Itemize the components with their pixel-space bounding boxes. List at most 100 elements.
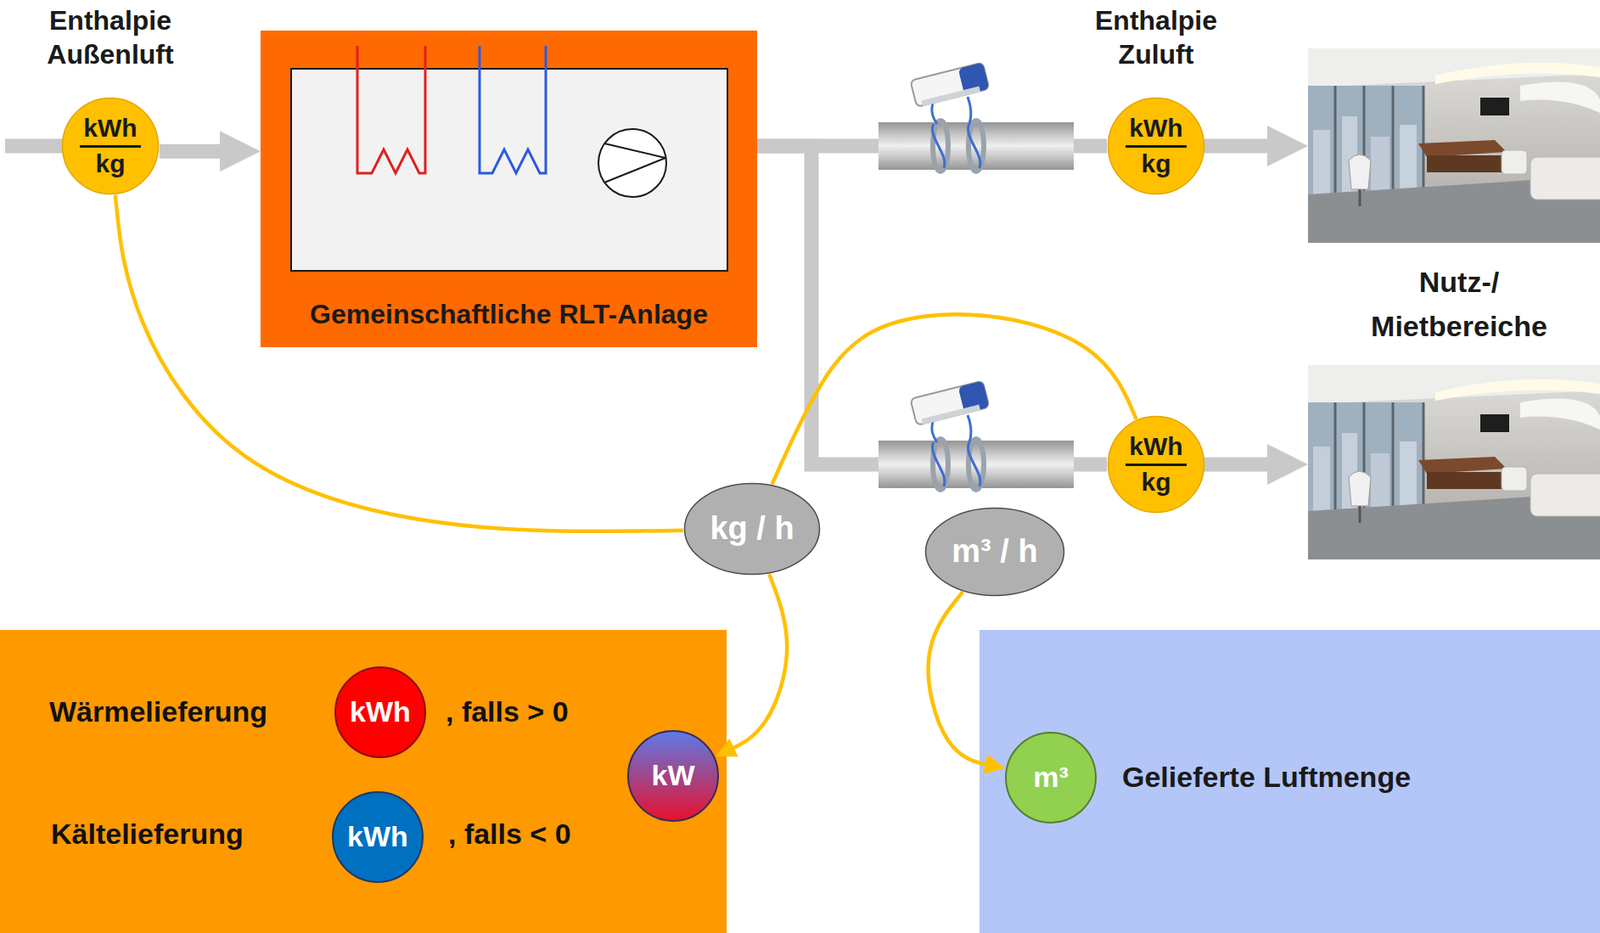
flow-meter (920, 85, 981, 107)
office-picture (1358, 189, 1362, 207)
office-picture (1308, 48, 1600, 243)
panel-text: , falls > 0 (445, 695, 569, 729)
flow-meter (931, 123, 980, 169)
panel-text: Wärmelieferung (49, 695, 268, 729)
node-body: kg / h (683, 482, 821, 576)
text-holder: , falls < 0 (448, 817, 572, 851)
node-body: kWh (333, 665, 427, 759)
panel-text: Gelieferte Luftmenge (1122, 760, 1411, 794)
panel-text: Kältelieferung (50, 817, 244, 851)
node-outline (1005, 732, 1096, 823)
supply-arrow (1267, 125, 1309, 167)
office-picture (1308, 48, 1600, 243)
node-outline (1108, 98, 1205, 195)
fraction-bar (1125, 463, 1187, 466)
fraction-bar (1125, 145, 1187, 148)
flow-meter (878, 62, 1074, 172)
office-picture (1426, 155, 1502, 173)
heading-holder: Enthalpie Außenluft (16, 3, 204, 72)
supply-arrow (1203, 457, 1270, 472)
cooler-symbol (479, 45, 546, 174)
air-panel-ground (979, 629, 1600, 933)
supply-arrow (1267, 443, 1309, 485)
mass-flow-ellipse: kg / h (683, 482, 821, 576)
node-text: kg (1140, 467, 1171, 498)
outside-air-duct (5, 139, 63, 154)
office-picture (1418, 140, 1507, 158)
office-picture (1392, 85, 1395, 195)
signal-line (115, 195, 684, 532)
office-picture (1530, 157, 1600, 200)
node-outline (628, 730, 719, 821)
text-holder: Gemeinschaftliche RLT-Anlage (267, 298, 751, 331)
office-picture (1520, 82, 1600, 113)
energy-panel: Wärmelieferung , falls > 0 Kältelieferung,… (0, 629, 727, 933)
enthalpy-circle: kWh kg (1106, 415, 1206, 514)
supply-arrow (1203, 139, 1270, 154)
flow-meter (909, 62, 989, 107)
node-body: m³ (1004, 730, 1098, 825)
office-picture (1399, 124, 1417, 195)
node-text: kWh (1128, 432, 1183, 462)
ahu-housing (260, 30, 758, 348)
enthalpy-circle: Enthalpie ZuluftkWhkg (1106, 96, 1206, 196)
node-body: m³ / h (924, 506, 1066, 597)
node-body: kWh kg (1106, 96, 1206, 196)
node-text: kW (651, 758, 696, 792)
heading-holder: Enthalpie Zuluft (1062, 3, 1250, 72)
flow-meter (909, 62, 989, 108)
air-volume-panel: Gelieferte Luftmenge m³ (979, 629, 1600, 933)
node-heading: Enthalpie Außenluft (16, 3, 204, 72)
node-text: kWh (349, 695, 411, 729)
heat-energy-circle: kWh (333, 665, 427, 759)
node-text: m³ (1032, 760, 1069, 794)
node-outline (62, 98, 159, 195)
label-holder: Nutz-/ Mietbereiche (1348, 259, 1570, 349)
fan-symbol (604, 143, 666, 158)
node-outline (335, 667, 426, 758)
office-picture (1308, 48, 1600, 88)
signal-line (928, 591, 994, 766)
signal-line (726, 573, 787, 752)
node-text: m³ / h (951, 533, 1038, 571)
node-heading: Enthalpie Zuluft (1062, 3, 1250, 72)
node-body: kW (626, 729, 720, 823)
enthalpy-circle: Enthalpie AußenluftkWhkg (61, 96, 160, 196)
node-body: kWh kg (61, 96, 160, 196)
node-outline (332, 791, 423, 882)
node-text: kg (95, 149, 125, 180)
volume-flow-ellipse: m³ / h (924, 506, 1066, 597)
node-outline (1108, 416, 1205, 513)
panel-text: Gemeinschaftliche RLT-Anlage (267, 298, 751, 331)
node-body: kWh (331, 790, 425, 884)
node-text: kWh (1128, 113, 1183, 144)
office-picture (1313, 129, 1331, 195)
fan-symbol (604, 157, 666, 183)
energy-panel-ground (0, 629, 727, 933)
cold-energy-circle: kWh (331, 790, 425, 884)
ahu-housing (260, 30, 758, 348)
text-holder: Wärmelieferung (49, 695, 268, 729)
panel-text: , falls < 0 (448, 817, 572, 851)
fraction-bar (79, 145, 141, 148)
office-picture (1308, 85, 1424, 195)
node-body: kWh kg (1106, 415, 1206, 514)
area-label: Nutz-/ Mietbereiche (1348, 259, 1570, 349)
node-outline (926, 508, 1065, 596)
office-picture (1370, 136, 1390, 195)
text-holder: Kältelieferung (50, 817, 244, 851)
fan-symbol (598, 129, 667, 197)
node-outline (684, 483, 820, 575)
flow-meter (878, 381, 1074, 490)
office-picture (1480, 97, 1510, 116)
node-text: kg (1140, 149, 1171, 180)
power-circle: kW (626, 729, 720, 823)
fan-symbol (598, 129, 667, 197)
air-duct (159, 144, 237, 159)
office-picture (1501, 150, 1528, 175)
node-text: kWh (83, 113, 137, 144)
node-text: kWh (347, 819, 409, 854)
heater-symbol (357, 45, 426, 174)
